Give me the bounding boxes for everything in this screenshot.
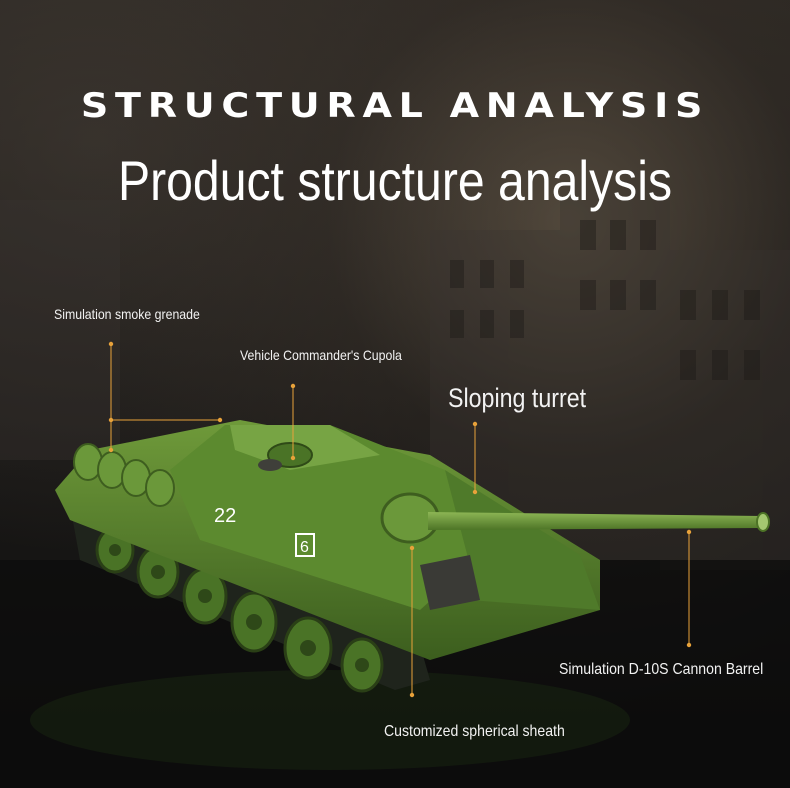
cupola-dot-top bbox=[290, 383, 296, 389]
cupola-dot-bottom bbox=[290, 455, 296, 461]
cannon-dot-top bbox=[686, 529, 692, 535]
section-heading: STRUCTURAL ANALYSIS bbox=[80, 86, 710, 126]
front-glacis bbox=[445, 470, 600, 610]
tank-reflection bbox=[30, 670, 630, 770]
smoke-dot-bottom bbox=[108, 447, 114, 453]
smoke-dot-joint bbox=[108, 417, 114, 423]
turret-dot-bottom bbox=[472, 489, 478, 495]
sheath-dot-top bbox=[409, 545, 415, 551]
cannon-dot-bottom bbox=[686, 642, 692, 648]
badge-frame bbox=[295, 533, 315, 557]
side-drums bbox=[73, 443, 175, 507]
callout-commander-cupola: Vehicle Commander's Cupola bbox=[240, 347, 402, 363]
commander-cupola bbox=[267, 442, 313, 468]
tank-casemate bbox=[170, 425, 470, 610]
muzzle bbox=[756, 512, 770, 532]
section-subheading: Product structure analysis bbox=[117, 149, 673, 212]
wheel-hubs bbox=[109, 544, 369, 672]
smoke-dot-end bbox=[217, 417, 223, 423]
callout-cannon-barrel: Simulation D-10S Cannon Barrel bbox=[559, 661, 764, 678]
smoke-dot-top bbox=[108, 341, 114, 347]
turret-dot-top bbox=[472, 421, 478, 427]
badge-number: 6 bbox=[300, 539, 309, 556]
sheath-dot-bottom bbox=[409, 692, 415, 698]
cannon-barrel bbox=[428, 512, 762, 530]
callout-sloping-turret: Sloping turret bbox=[448, 383, 587, 413]
periscope bbox=[258, 459, 282, 471]
vent-grille bbox=[420, 555, 480, 610]
callout-spherical-sheath: Customized spherical sheath bbox=[384, 723, 565, 740]
callout-smoke-grenade: Simulation smoke grenade bbox=[54, 306, 200, 322]
hull-number: 22 bbox=[214, 505, 236, 527]
